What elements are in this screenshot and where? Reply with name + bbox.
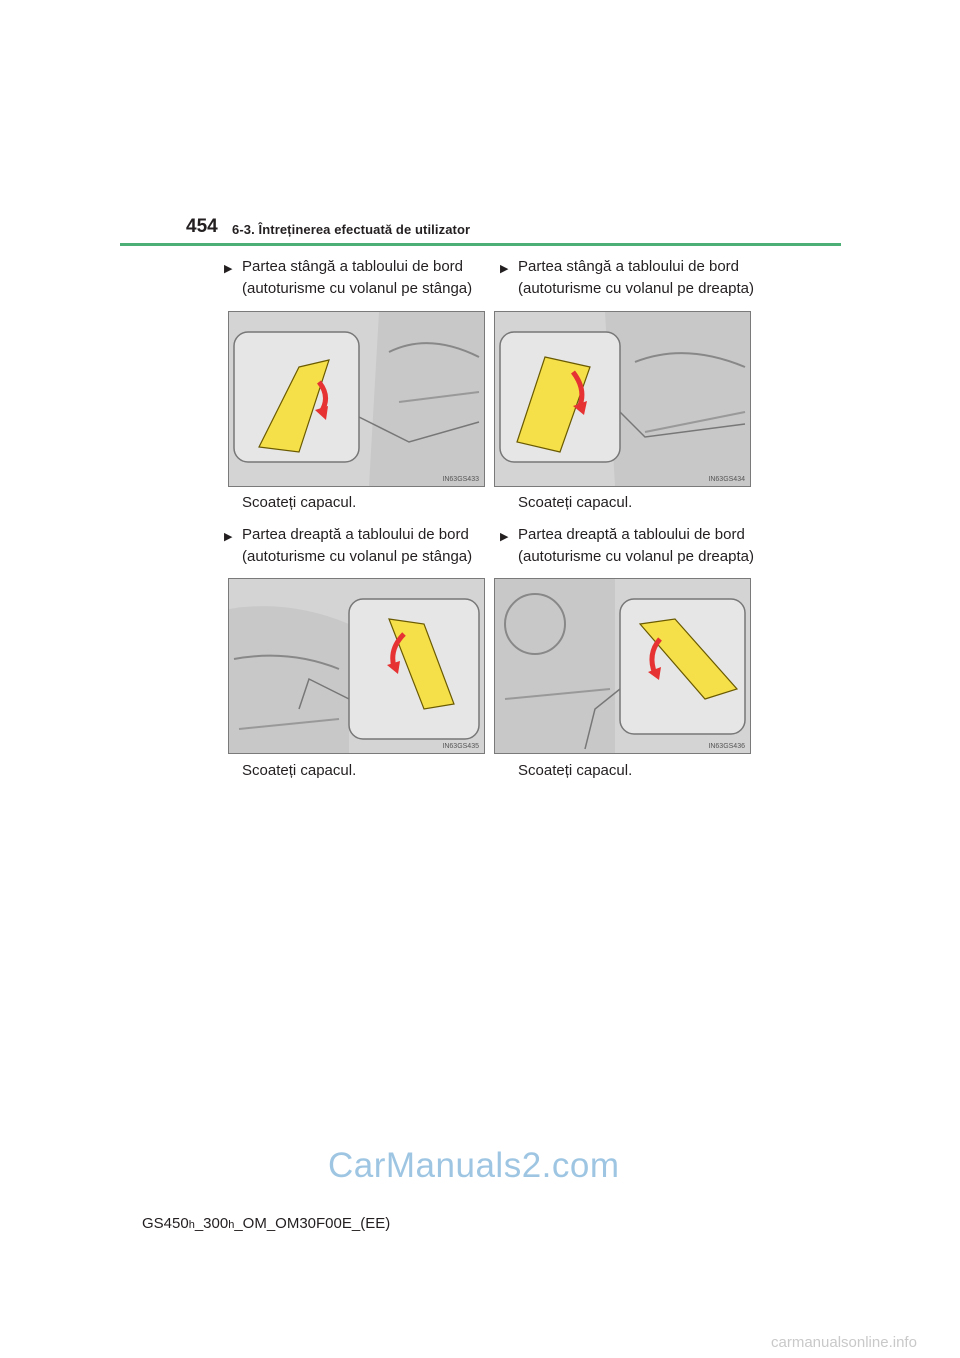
item-right-panel-rhd: ▶ Partea dreaptă a tabloului de bord (au… bbox=[500, 524, 754, 568]
item-left-panel-rhd: ▶ Partea stângă a tabloului de bord (aut… bbox=[500, 256, 754, 300]
triangle-right-icon: ▶ bbox=[224, 531, 233, 543]
figure-code: IN63GS436 bbox=[708, 743, 745, 750]
figure-left-panel-lhd: IN63GS433 bbox=[228, 311, 485, 487]
item-line1: Partea dreaptă a tabloului de bord bbox=[518, 526, 745, 543]
model-b: _300 bbox=[194, 1215, 229, 1232]
figure-code: IN63GS435 bbox=[442, 743, 479, 750]
page-number: 454 bbox=[186, 216, 218, 237]
caption: Scoateți capacul. bbox=[242, 494, 357, 511]
item-left-panel-lhd: ▶ Partea stângă a tabloului de bord (aut… bbox=[224, 256, 473, 300]
footer-model-code: GS450h_300h_OM_OM30F00E_(EE) bbox=[142, 1215, 390, 1232]
header-rule bbox=[120, 243, 841, 246]
figure-code: IN63GS434 bbox=[708, 476, 745, 483]
model-c: _OM_OM30F00E_(EE) bbox=[234, 1215, 391, 1232]
item-line1: Partea stângă a tabloului de bord bbox=[518, 258, 739, 275]
item-right-panel-lhd: ▶ Partea dreaptă a tabloului de bord (au… bbox=[224, 524, 473, 568]
item-line2: (autoturisme cu volanul pe stânga) bbox=[242, 280, 473, 297]
section-title: 6-3. Întreținerea efectuată de utilizato… bbox=[232, 222, 471, 237]
item-line1: Partea dreaptă a tabloului de bord bbox=[242, 526, 469, 543]
figure-right-panel-lhd: IN63GS435 bbox=[228, 578, 485, 754]
item-line2: (autoturisme cu volanul pe dreapta) bbox=[518, 548, 754, 565]
triangle-right-icon: ▶ bbox=[500, 531, 509, 543]
figure-code: IN63GS433 bbox=[442, 476, 479, 483]
caption: Scoateți capacul. bbox=[518, 494, 633, 511]
figure-right-panel-rhd: IN63GS436 bbox=[494, 578, 751, 754]
item-line2: (autoturisme cu volanul pe dreapta) bbox=[518, 280, 754, 297]
figure-left-panel-rhd: IN63GS434 bbox=[494, 311, 751, 487]
triangle-right-icon: ▶ bbox=[224, 263, 233, 275]
item-line1: Partea stângă a tabloului de bord bbox=[242, 258, 463, 275]
model-b-sub: h bbox=[228, 1219, 235, 1231]
caption: Scoateți capacul. bbox=[518, 762, 633, 779]
caption: Scoateți capacul. bbox=[242, 762, 357, 779]
triangle-right-icon: ▶ bbox=[500, 263, 509, 275]
item-line2: (autoturisme cu volanul pe stânga) bbox=[242, 548, 473, 565]
model-a-sub: h bbox=[188, 1219, 195, 1231]
watermark-carmanuals2: CarManuals2.com bbox=[328, 1146, 620, 1185]
watermark-carmanualsonline: carmanualsonline.info bbox=[771, 1334, 917, 1351]
model-a: GS450 bbox=[142, 1215, 189, 1232]
